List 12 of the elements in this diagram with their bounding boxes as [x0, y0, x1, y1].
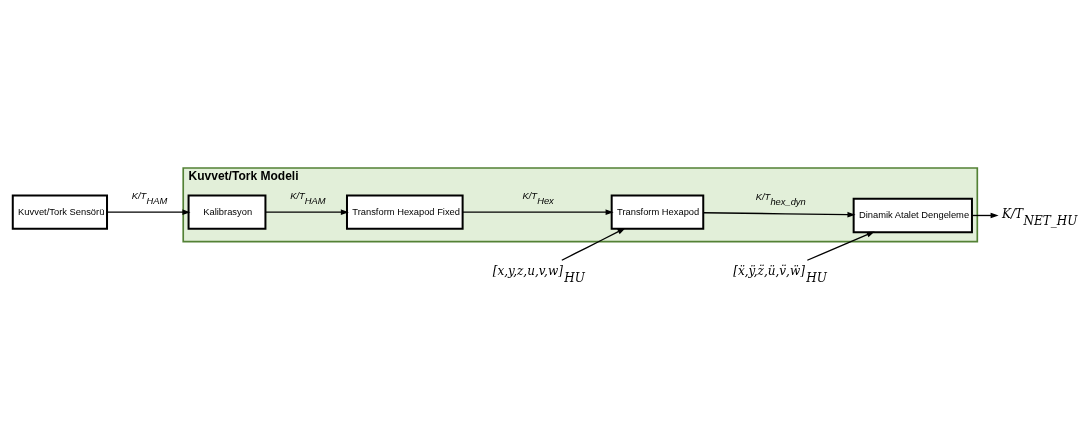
node-box: Transform Hexapod Fixed: [345, 193, 464, 230]
node-box: Kalibrasyon: [187, 193, 267, 230]
arrow: [462, 208, 614, 215]
arrow: [971, 212, 999, 218]
node-box: Transform Hexapod: [610, 193, 705, 230]
arrow: [106, 208, 191, 215]
arrow: [561, 227, 626, 261]
node-box: Kuvvet/Tork Sensörü: [11, 193, 109, 230]
arrow: [806, 230, 875, 261]
arrow: [702, 211, 856, 217]
node-box: Dinamik Atalet Dengeleme: [852, 197, 973, 233]
arrow: [264, 208, 349, 215]
